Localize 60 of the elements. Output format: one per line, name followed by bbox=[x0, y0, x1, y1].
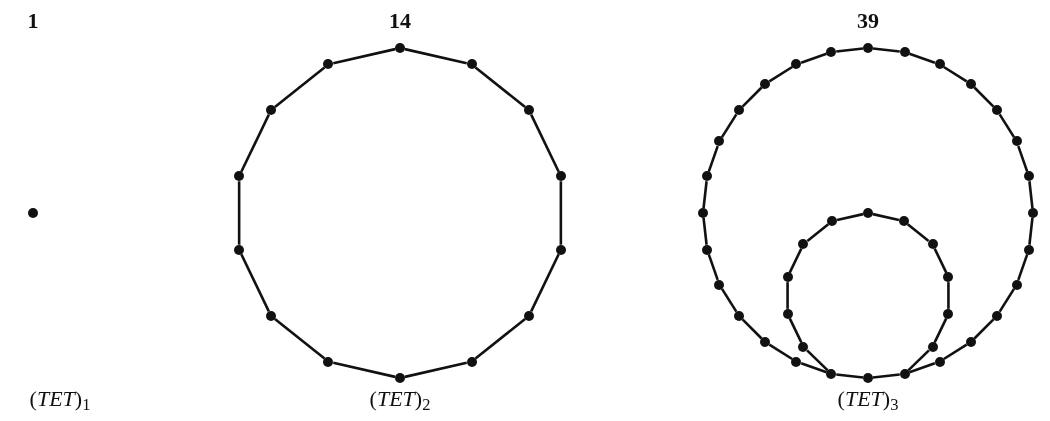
graph-edge bbox=[274, 317, 326, 360]
graph-edge bbox=[800, 52, 827, 64]
graph-edge bbox=[973, 318, 995, 340]
graph-edge bbox=[707, 254, 719, 281]
vertex-count: 14 bbox=[389, 6, 411, 35]
graph-edge bbox=[530, 253, 560, 312]
graph-edge bbox=[806, 223, 830, 242]
graph-edge bbox=[768, 343, 793, 361]
graph-edge bbox=[943, 65, 968, 83]
graph-edge bbox=[333, 47, 396, 65]
graph-edge bbox=[933, 248, 948, 274]
graph-edge bbox=[741, 86, 763, 108]
graph-edge bbox=[240, 114, 270, 173]
graph-edge bbox=[786, 282, 789, 309]
graph-name: (TET)$_{1}$ bbox=[29, 384, 91, 415]
graph-edge bbox=[933, 317, 948, 343]
graph-edge bbox=[1028, 217, 1034, 245]
graph-edge bbox=[906, 223, 930, 242]
graph-edge bbox=[872, 212, 900, 222]
graph-edge bbox=[530, 114, 560, 173]
graph-edge bbox=[404, 47, 467, 65]
graph-edge bbox=[836, 47, 864, 53]
graph-edge bbox=[404, 361, 467, 379]
graph-edge bbox=[768, 65, 793, 83]
graph-edge bbox=[702, 181, 708, 209]
graph-edge bbox=[806, 349, 829, 372]
graph-edge bbox=[474, 317, 526, 360]
graph-edge bbox=[474, 66, 526, 109]
graph-name: (TET)$_{2}$ bbox=[369, 384, 431, 415]
graph-edge bbox=[1017, 254, 1029, 281]
graph-edge bbox=[1017, 145, 1029, 172]
graph-edge bbox=[707, 145, 719, 172]
graph-edge bbox=[909, 52, 936, 64]
graph-edge bbox=[998, 113, 1016, 138]
graph-edge bbox=[274, 66, 326, 109]
graph-edge bbox=[240, 253, 270, 312]
graph-edge bbox=[998, 288, 1016, 313]
graph-edge bbox=[237, 181, 241, 245]
graph-edge bbox=[720, 288, 738, 313]
graph-edge bbox=[333, 361, 396, 379]
graph-edge bbox=[909, 362, 936, 374]
graph-name: (TET)$_{3}$ bbox=[837, 384, 899, 415]
graph-edge bbox=[720, 113, 738, 138]
graph-edge bbox=[836, 373, 864, 379]
graph-edge bbox=[800, 362, 827, 374]
vertex-count: 39 bbox=[857, 6, 879, 35]
graph-edge bbox=[741, 318, 763, 340]
graph-edge bbox=[943, 343, 968, 361]
graph-edge bbox=[872, 373, 900, 379]
graph-edge bbox=[872, 47, 900, 53]
graph-edge bbox=[836, 212, 864, 222]
graph-edge bbox=[788, 317, 803, 343]
graph-edge bbox=[702, 217, 708, 245]
graph-edge bbox=[947, 282, 950, 309]
graph-edge bbox=[907, 349, 930, 372]
graph-edge bbox=[1028, 181, 1034, 209]
graph-edge bbox=[559, 181, 563, 245]
graph-edge bbox=[788, 248, 803, 274]
vertex-count: 1 bbox=[27, 6, 39, 35]
graph-edge bbox=[973, 86, 995, 108]
